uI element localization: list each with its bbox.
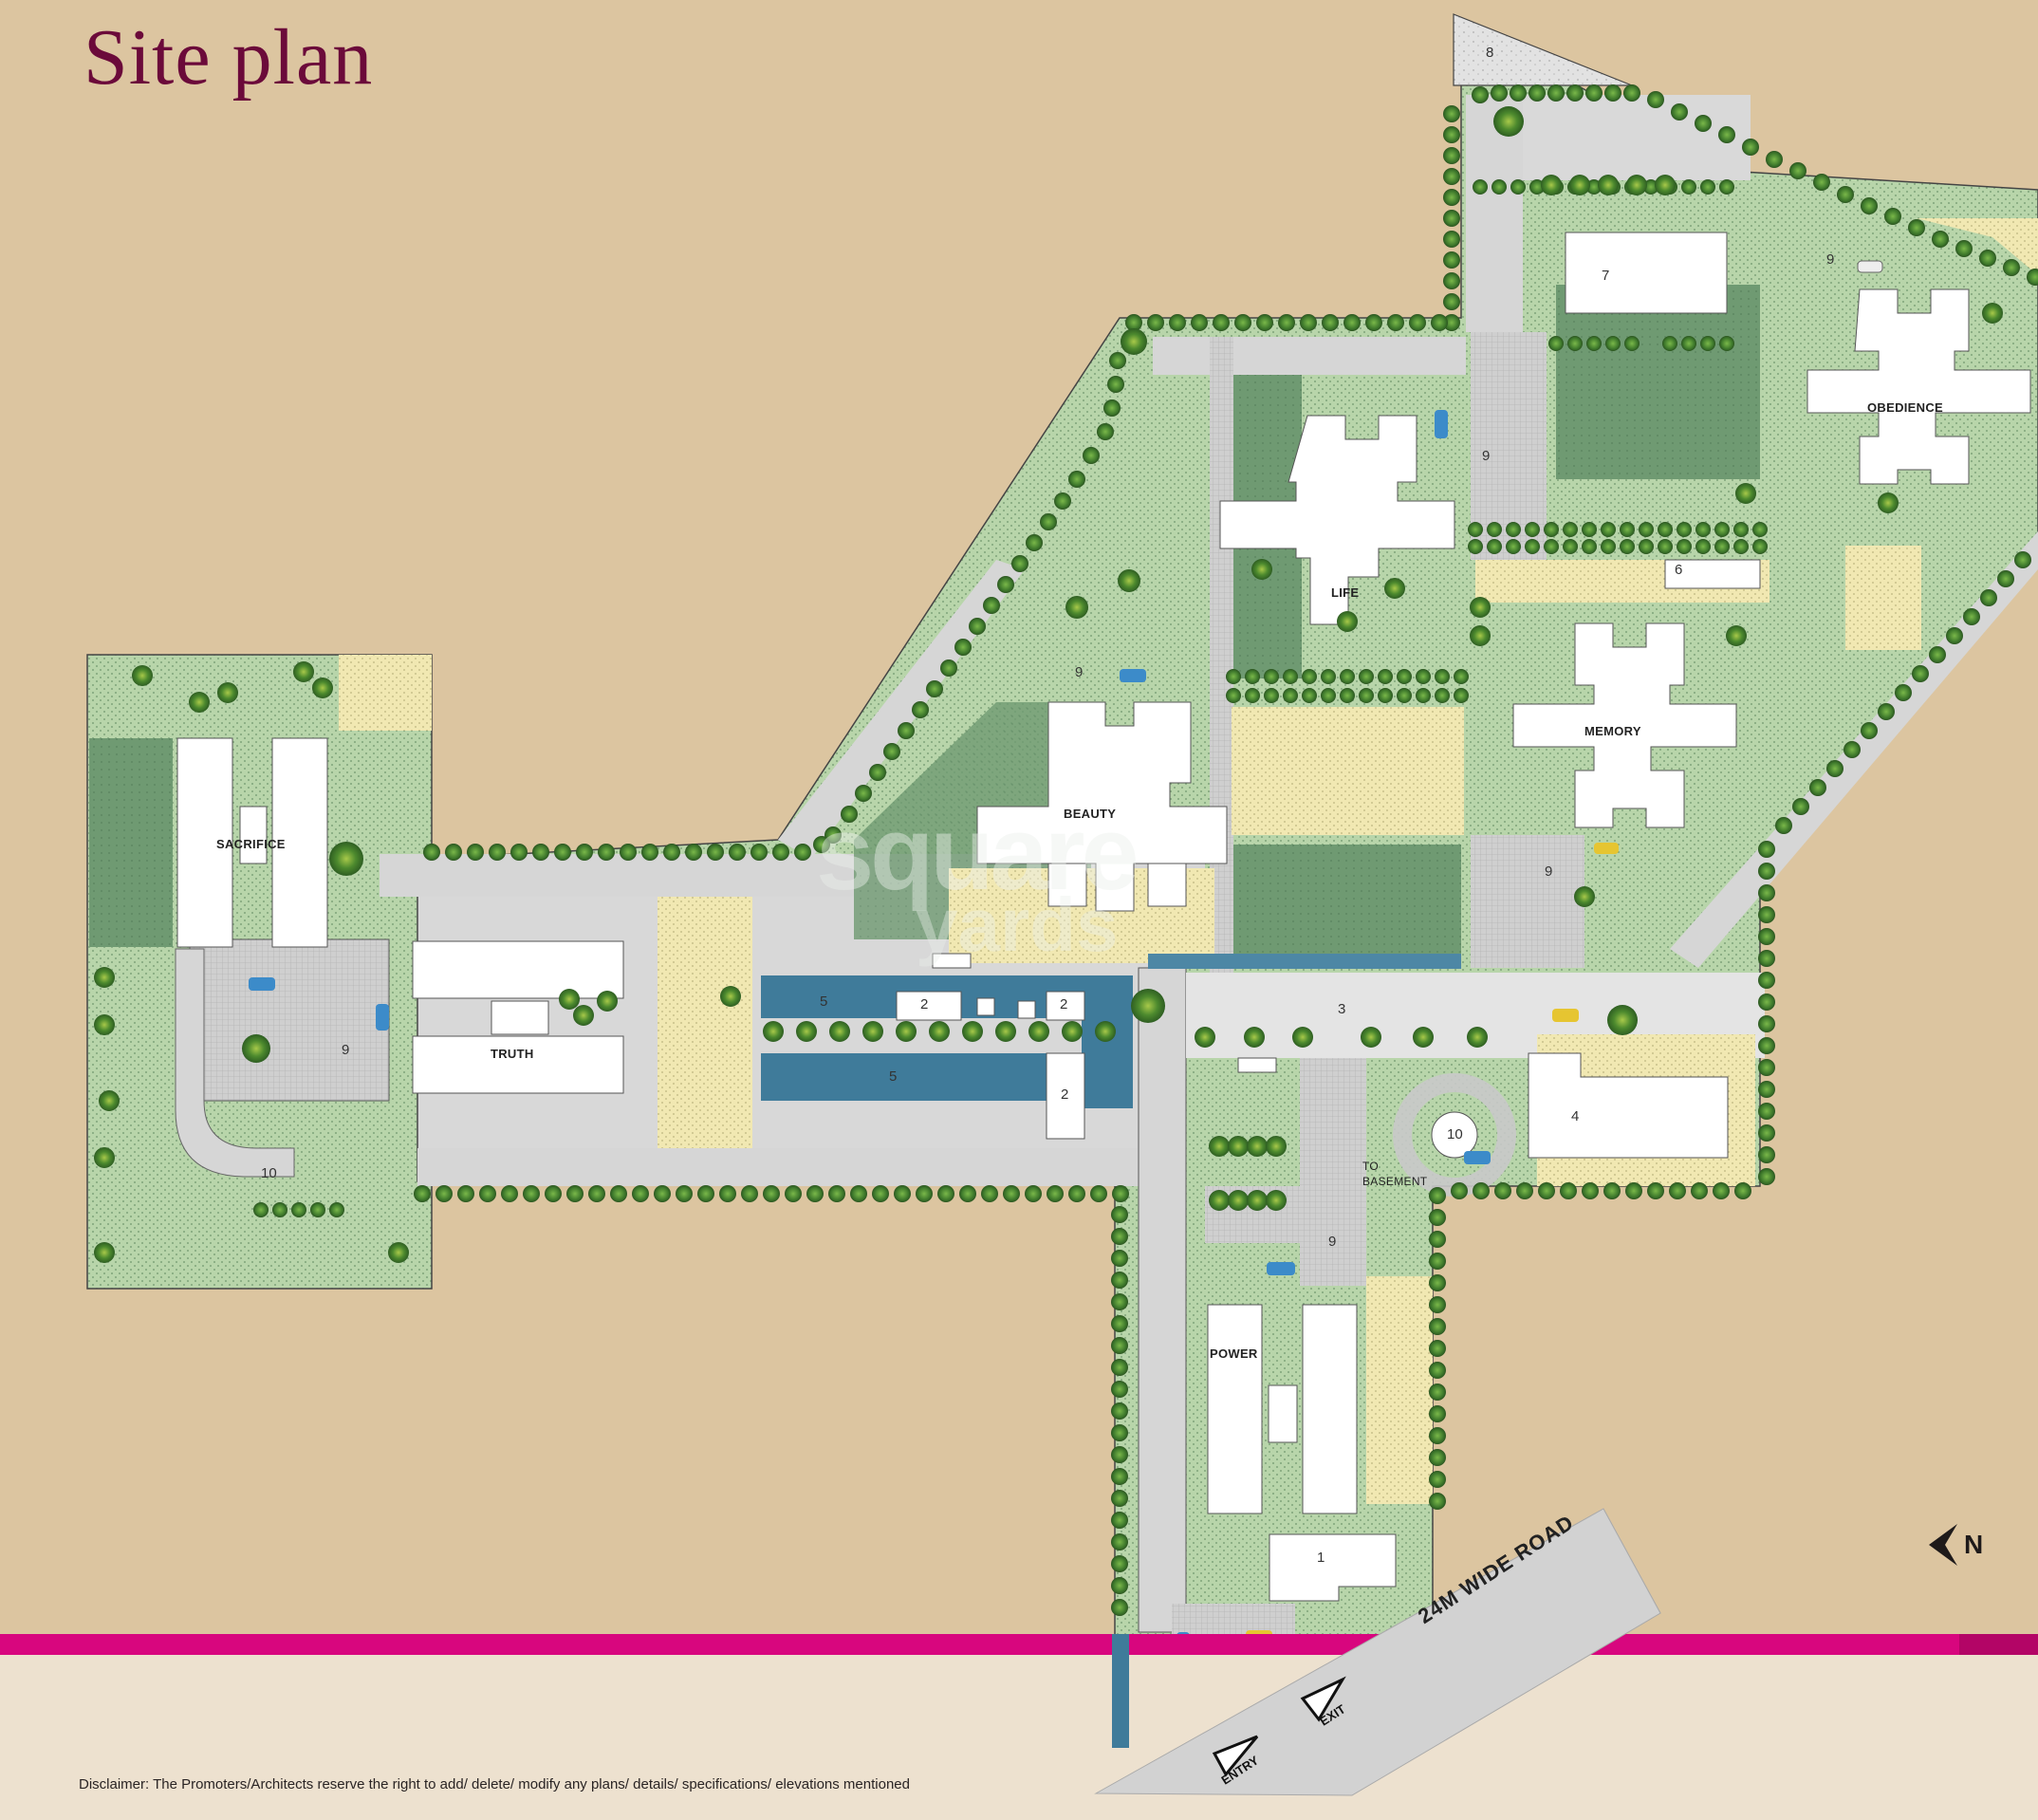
trees bbox=[94, 106, 2003, 1771]
footer bbox=[0, 1655, 2038, 1820]
key-9: 9 bbox=[1075, 664, 1084, 680]
disclaimer: Disclaimer: The Promoters/Architects res… bbox=[79, 1776, 910, 1792]
buildings bbox=[176, 232, 2031, 1602]
page-title: Site plan bbox=[83, 13, 374, 102]
key-9: 9 bbox=[1328, 1234, 1337, 1250]
key-7: 7 bbox=[1602, 268, 1610, 284]
north-arrow-icon bbox=[1929, 1524, 1957, 1566]
key-9: 9 bbox=[1826, 251, 1835, 268]
hedge-borders bbox=[253, 84, 2038, 1616]
watermark-square: square bbox=[816, 795, 1139, 912]
building-label-obedience: OBEDIENCE bbox=[1867, 400, 1943, 415]
key-2: 2 bbox=[1061, 1086, 1069, 1103]
building-label-sacrifice: SACRIFICE bbox=[216, 837, 286, 851]
building-label-memory: MEMORY bbox=[1584, 724, 1641, 738]
to-basement-label-line1: TO bbox=[1362, 1160, 1380, 1173]
key-1-clubhouse: 1 bbox=[1317, 1550, 1325, 1566]
building-label-life: LIFE bbox=[1331, 585, 1360, 600]
north-arrow: N bbox=[1926, 1516, 2002, 1588]
building-label-beauty: BEAUTY bbox=[1064, 807, 1117, 821]
key-5: 5 bbox=[889, 1068, 898, 1085]
key-6: 6 bbox=[1675, 562, 1683, 578]
key-3: 3 bbox=[1338, 1001, 1346, 1017]
key-2: 2 bbox=[1060, 996, 1068, 1012]
key-10: 10 bbox=[261, 1165, 277, 1181]
accent-band-end bbox=[1959, 1634, 2038, 1655]
key-9: 9 bbox=[1482, 448, 1491, 464]
building-label-truth: TRUTH bbox=[491, 1047, 534, 1061]
north-label: N bbox=[1964, 1530, 1984, 1559]
key-9: 9 bbox=[1545, 864, 1553, 880]
building-label-power: POWER bbox=[1210, 1346, 1258, 1361]
key-10: 10 bbox=[1447, 1126, 1463, 1142]
key-9: 9 bbox=[342, 1042, 350, 1058]
to-basement-label-line2: BASEMENT bbox=[1362, 1175, 1428, 1188]
key-4: 4 bbox=[1571, 1108, 1580, 1124]
key-5: 5 bbox=[820, 994, 828, 1010]
watermark-yards: yards bbox=[916, 882, 1119, 967]
key-8: 8 bbox=[1486, 45, 1494, 61]
key-2: 2 bbox=[920, 996, 929, 1012]
